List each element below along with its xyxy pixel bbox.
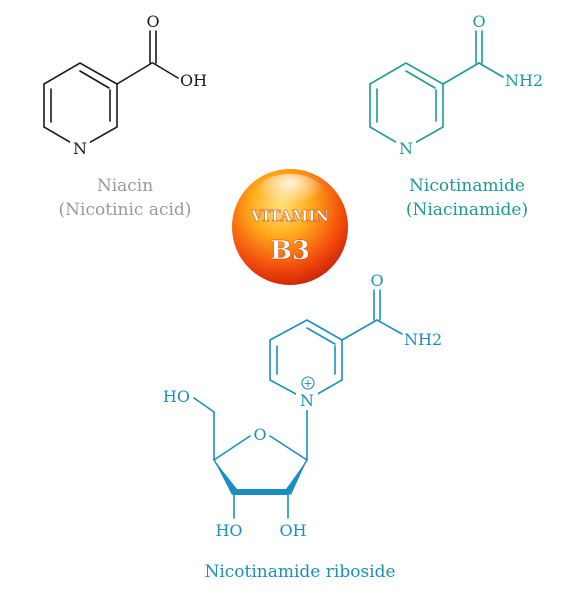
riboside-name: Nicotinamide riboside (204, 562, 396, 582)
niacin-name: Niacin (96, 176, 154, 196)
niacin-bond-c-cooh (116, 62, 153, 85)
riboside-atom-n: N (300, 391, 314, 410)
nicotinamide-pyridine-ring (369, 62, 444, 149)
niacin-caption: Niacin (Nicotinic acid) (20, 174, 230, 222)
riboside-bond-c-amide (341, 319, 378, 341)
riboside-pyridinium-ring (269, 319, 343, 401)
riboside-charge-circle (301, 376, 315, 390)
riboside-atom-oh-bottom: OH (279, 521, 306, 540)
riboside-atom-ho-bottom: HO (215, 521, 242, 540)
niacin-structure (43, 30, 179, 149)
vitamin-sphere-shine (254, 174, 326, 218)
riboside-atom-ho-top: HO (163, 387, 190, 406)
riboside-bond-c1-o (269, 435, 308, 461)
niacin-bond-c-oh (152, 62, 179, 79)
riboside-wedge-c4-c3 (214, 460, 237, 495)
nicotinamide-name: Nicotinamide (409, 176, 525, 196)
riboside-charge: + (303, 377, 312, 390)
niacin-atom-o: O (146, 12, 159, 31)
vitamin-label: VITAMIN (250, 207, 329, 225)
nicotinamide-atom-o: O (472, 12, 485, 31)
nicotinamide-double-bond-3 (405, 70, 436, 89)
niacin-atom-n: N (73, 139, 87, 158)
riboside-bond-c5-o (193, 397, 215, 413)
nicotinamide-structure (369, 30, 504, 149)
nicotinamide-atom-nh2: NH2 (505, 71, 543, 90)
riboside-atom-nh2: NH2 (404, 330, 442, 349)
riboside-bond-o-c4 (213, 435, 251, 461)
nicotinamide-caption: Nicotinamide (Niacinamide) (362, 174, 572, 222)
riboside-atom-o: O (370, 271, 383, 290)
niacin-atom-oh: OH (180, 71, 207, 90)
niacin-pyridine-ring (43, 62, 118, 149)
nicotinamide-bond-c-n (478, 62, 504, 78)
nicotinamide-bond-c-amide (442, 62, 480, 85)
niacin-synonym: (Nicotinic acid) (58, 200, 192, 220)
riboside-wedge-c1-c2 (286, 460, 307, 495)
riboside-caption: Nicotinamide riboside (150, 560, 450, 584)
riboside-atom-ring-o: O (253, 425, 266, 444)
nicotinamide-synonym: (Niacinamide) (405, 200, 529, 220)
vitamin-b3-label: B3 (270, 236, 310, 266)
riboside-double-bond-3 (306, 327, 336, 345)
vitamin-b3-badge: VITAMIN B3 (232, 169, 348, 285)
riboside-n-mask (296, 390, 318, 410)
niacin-n-mask (70, 138, 90, 158)
riboside-bond-c-n (376, 319, 403, 335)
nicotinamide-n-mask (396, 138, 416, 158)
nicotinamide-atom-n: N (399, 139, 413, 158)
niacin-double-bond-3 (79, 70, 110, 89)
